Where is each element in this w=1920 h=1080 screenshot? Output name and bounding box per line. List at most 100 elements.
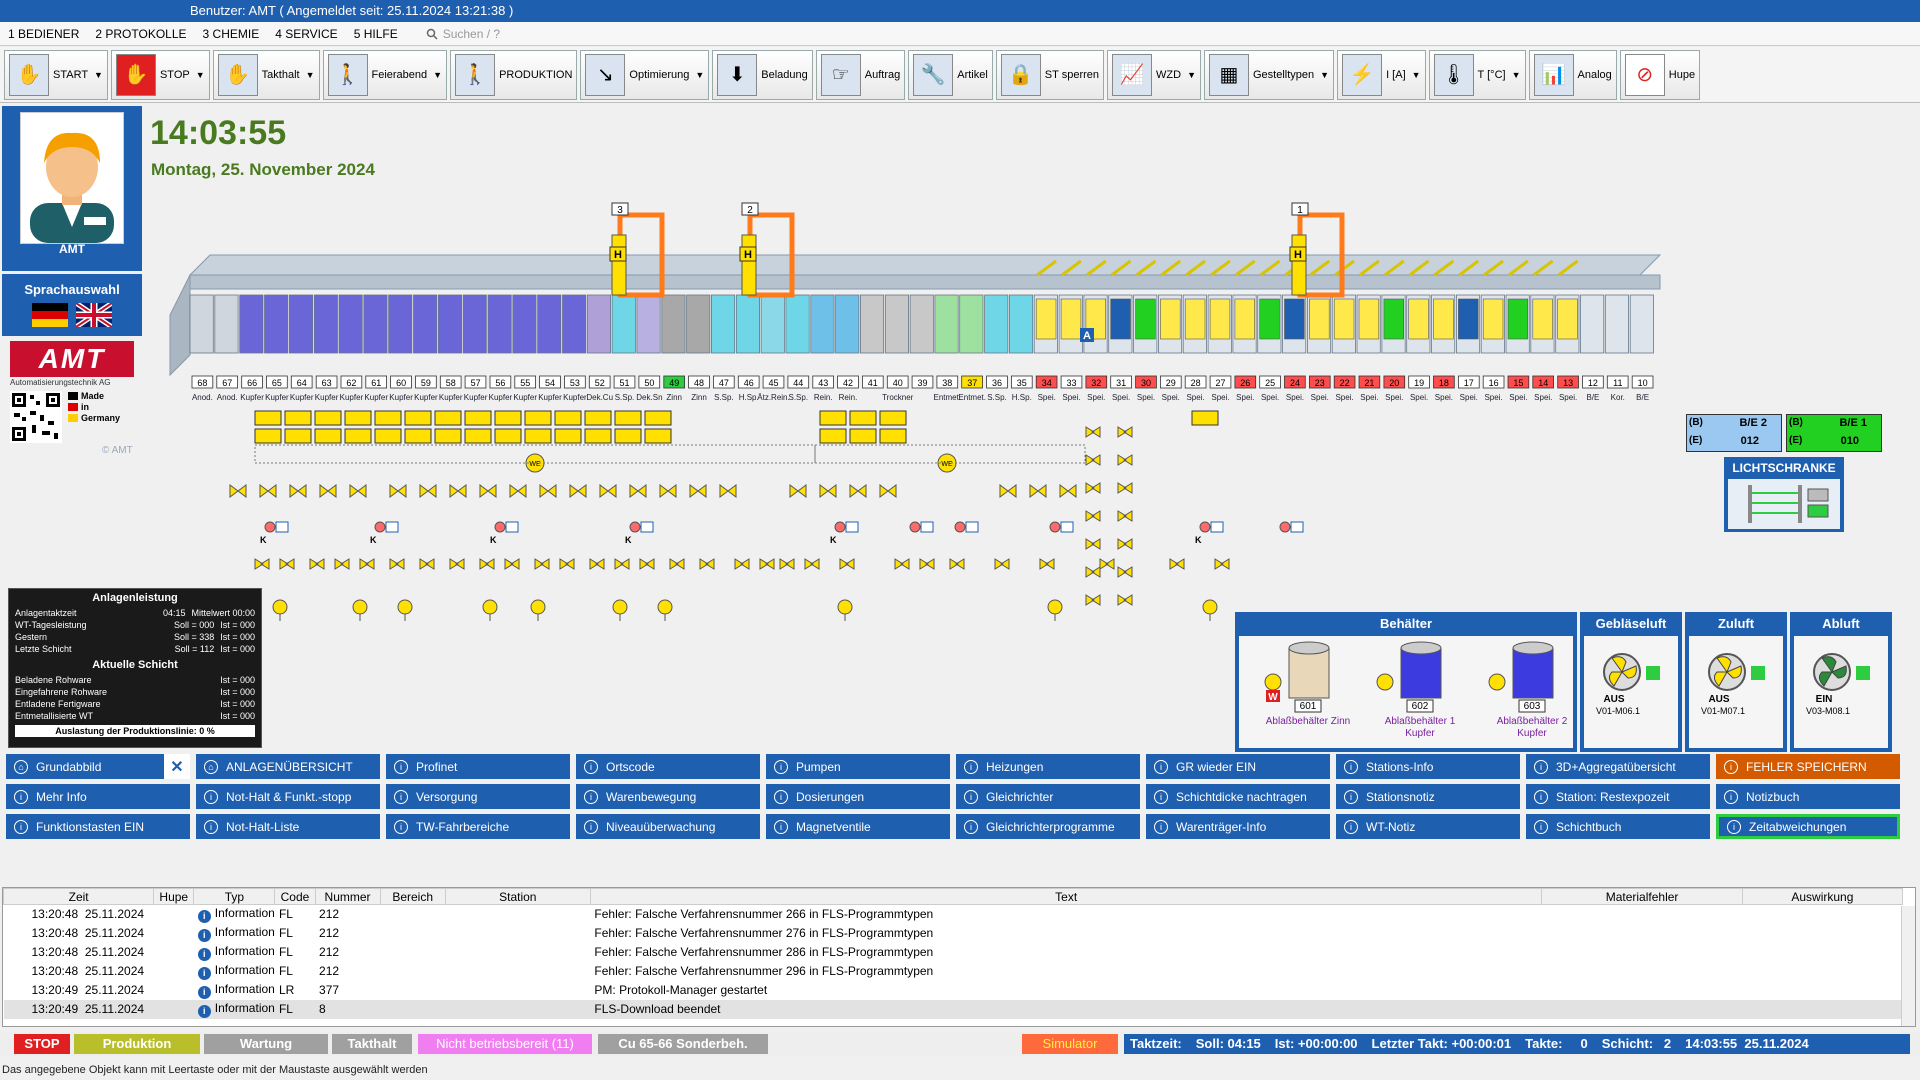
- menu-item-4[interactable]: 4 SERVICE: [275, 26, 338, 41]
- log-header-3[interactable]: Code: [274, 888, 316, 905]
- toolbar-button-7[interactable]: ☞Auftrag: [815, 49, 906, 100]
- sensor-icon[interactable]: [482, 599, 498, 615]
- rectifier-icon[interactable]: [524, 410, 552, 426]
- valve-icon[interactable]: [849, 484, 867, 498]
- rack-icon[interactable]: [1532, 298, 1553, 340]
- valve-icon[interactable]: [479, 558, 495, 570]
- rectifier-icon[interactable]: [254, 428, 282, 444]
- station-tank[interactable]: [388, 294, 413, 354]
- rack-icon[interactable]: [1184, 298, 1206, 340]
- rack-icon[interactable]: [1309, 298, 1330, 340]
- valve-icon[interactable]: [1059, 484, 1077, 498]
- sensor-icon[interactable]: [352, 599, 368, 615]
- station-tank[interactable]: [338, 294, 363, 354]
- valve-icon[interactable]: [359, 558, 375, 570]
- valve-icon[interactable]: [669, 558, 685, 570]
- station-tank[interactable]: [462, 294, 487, 354]
- sensor-icon[interactable]: [612, 599, 628, 615]
- uk-flag-icon[interactable]: [76, 303, 112, 327]
- valve-icon[interactable]: [534, 558, 550, 570]
- rack-icon[interactable]: [1333, 298, 1355, 340]
- rectifier-icon[interactable]: [404, 410, 432, 426]
- status-takthalt[interactable]: Takthalt: [332, 1034, 412, 1054]
- status-stop[interactable]: STOP: [14, 1034, 70, 1054]
- nav-button-0-0[interactable]: ⌂Grundabbild✕: [6, 754, 190, 779]
- sensor-icon[interactable]: [397, 599, 413, 615]
- status-cu-sonderbeh[interactable]: Cu 65-66 Sonderbeh.: [598, 1034, 768, 1054]
- valve-icon[interactable]: [389, 558, 405, 570]
- station-tank[interactable]: [810, 294, 835, 354]
- rectifier-icon[interactable]: [614, 410, 642, 426]
- station-tank[interactable]: [487, 294, 512, 354]
- log-header-2[interactable]: Typ: [193, 888, 276, 905]
- valve-icon[interactable]: [1029, 484, 1047, 498]
- rectifier-icon[interactable]: [254, 410, 282, 426]
- rack-icon[interactable]: [1458, 298, 1479, 340]
- chevron-down-icon[interactable]: ▼: [195, 69, 205, 80]
- rack-icon[interactable]: [1160, 298, 1181, 340]
- menu-item-2[interactable]: 2 PROTOKOLLE: [95, 26, 187, 41]
- rectifier-icon[interactable]: [819, 428, 847, 444]
- station-tank[interactable]: [1009, 294, 1034, 354]
- rectifier-icon[interactable]: [614, 428, 642, 444]
- valve-icon[interactable]: [1117, 454, 1133, 466]
- toolbar-button-6[interactable]: ⬇Beladung: [712, 49, 813, 100]
- sensor-icon[interactable]: [657, 599, 673, 615]
- log-header-5[interactable]: Bereich: [379, 888, 446, 905]
- rectifier-icon[interactable]: [494, 410, 522, 426]
- pump-icon[interactable]: [909, 521, 921, 533]
- toolbar-button-10[interactable]: 📈WZD▼: [1107, 49, 1201, 100]
- valve-icon[interactable]: [919, 558, 935, 570]
- status-nicht-betriebsbereit[interactable]: Nicht betriebsbereit (11): [418, 1034, 592, 1054]
- rectifier-icon[interactable]: [524, 428, 552, 444]
- valve-icon[interactable]: [1117, 538, 1133, 550]
- toolbar-button-14[interactable]: 📊Analog: [1528, 49, 1617, 100]
- rectifier-icon[interactable]: [494, 428, 522, 444]
- menu-item-1[interactable]: 1 BEDIENER: [8, 26, 80, 41]
- toolbar-button-2[interactable]: ✋Takthalt▼: [212, 49, 320, 100]
- valve-icon[interactable]: [994, 558, 1010, 570]
- valve-icon[interactable]: [999, 484, 1017, 498]
- rack-icon[interactable]: [1433, 298, 1454, 340]
- valve-icon[interactable]: [1117, 566, 1133, 578]
- pump-icon[interactable]: [1279, 521, 1291, 533]
- valve-icon[interactable]: [614, 558, 630, 570]
- station-tank[interactable]: [1580, 294, 1605, 354]
- chevron-down-icon[interactable]: ▼: [1320, 69, 1330, 80]
- log-header-4[interactable]: Nummer: [314, 888, 381, 905]
- valve-icon[interactable]: [629, 484, 647, 498]
- station-tank[interactable]: [884, 294, 909, 354]
- toolbar-button-0[interactable]: ✋START▼: [4, 49, 108, 100]
- valve-icon[interactable]: [639, 558, 655, 570]
- rectifier-icon[interactable]: [554, 428, 582, 444]
- rack-icon[interactable]: [1358, 298, 1380, 340]
- valve-icon[interactable]: [289, 484, 307, 498]
- rectifier-icon[interactable]: [284, 428, 312, 444]
- toolbar-button-12[interactable]: ⚡I [A]▼: [1337, 49, 1426, 100]
- valve-icon[interactable]: [1085, 538, 1101, 550]
- rectifier-icon[interactable]: [374, 428, 402, 444]
- nav-button-0-1[interactable]: ⌂ANLAGENÜBERSICHT: [196, 754, 380, 779]
- menu-item-3[interactable]: 3 CHEMIE: [202, 26, 260, 41]
- pump-icon[interactable]: [954, 521, 966, 533]
- valve-icon[interactable]: [1085, 426, 1101, 438]
- valve-icon[interactable]: [804, 558, 820, 570]
- rack-icon[interactable]: [1557, 298, 1578, 340]
- rectifier-icon[interactable]: [464, 428, 492, 444]
- valve-icon[interactable]: [1117, 594, 1133, 606]
- station-tank[interactable]: [1604, 294, 1630, 354]
